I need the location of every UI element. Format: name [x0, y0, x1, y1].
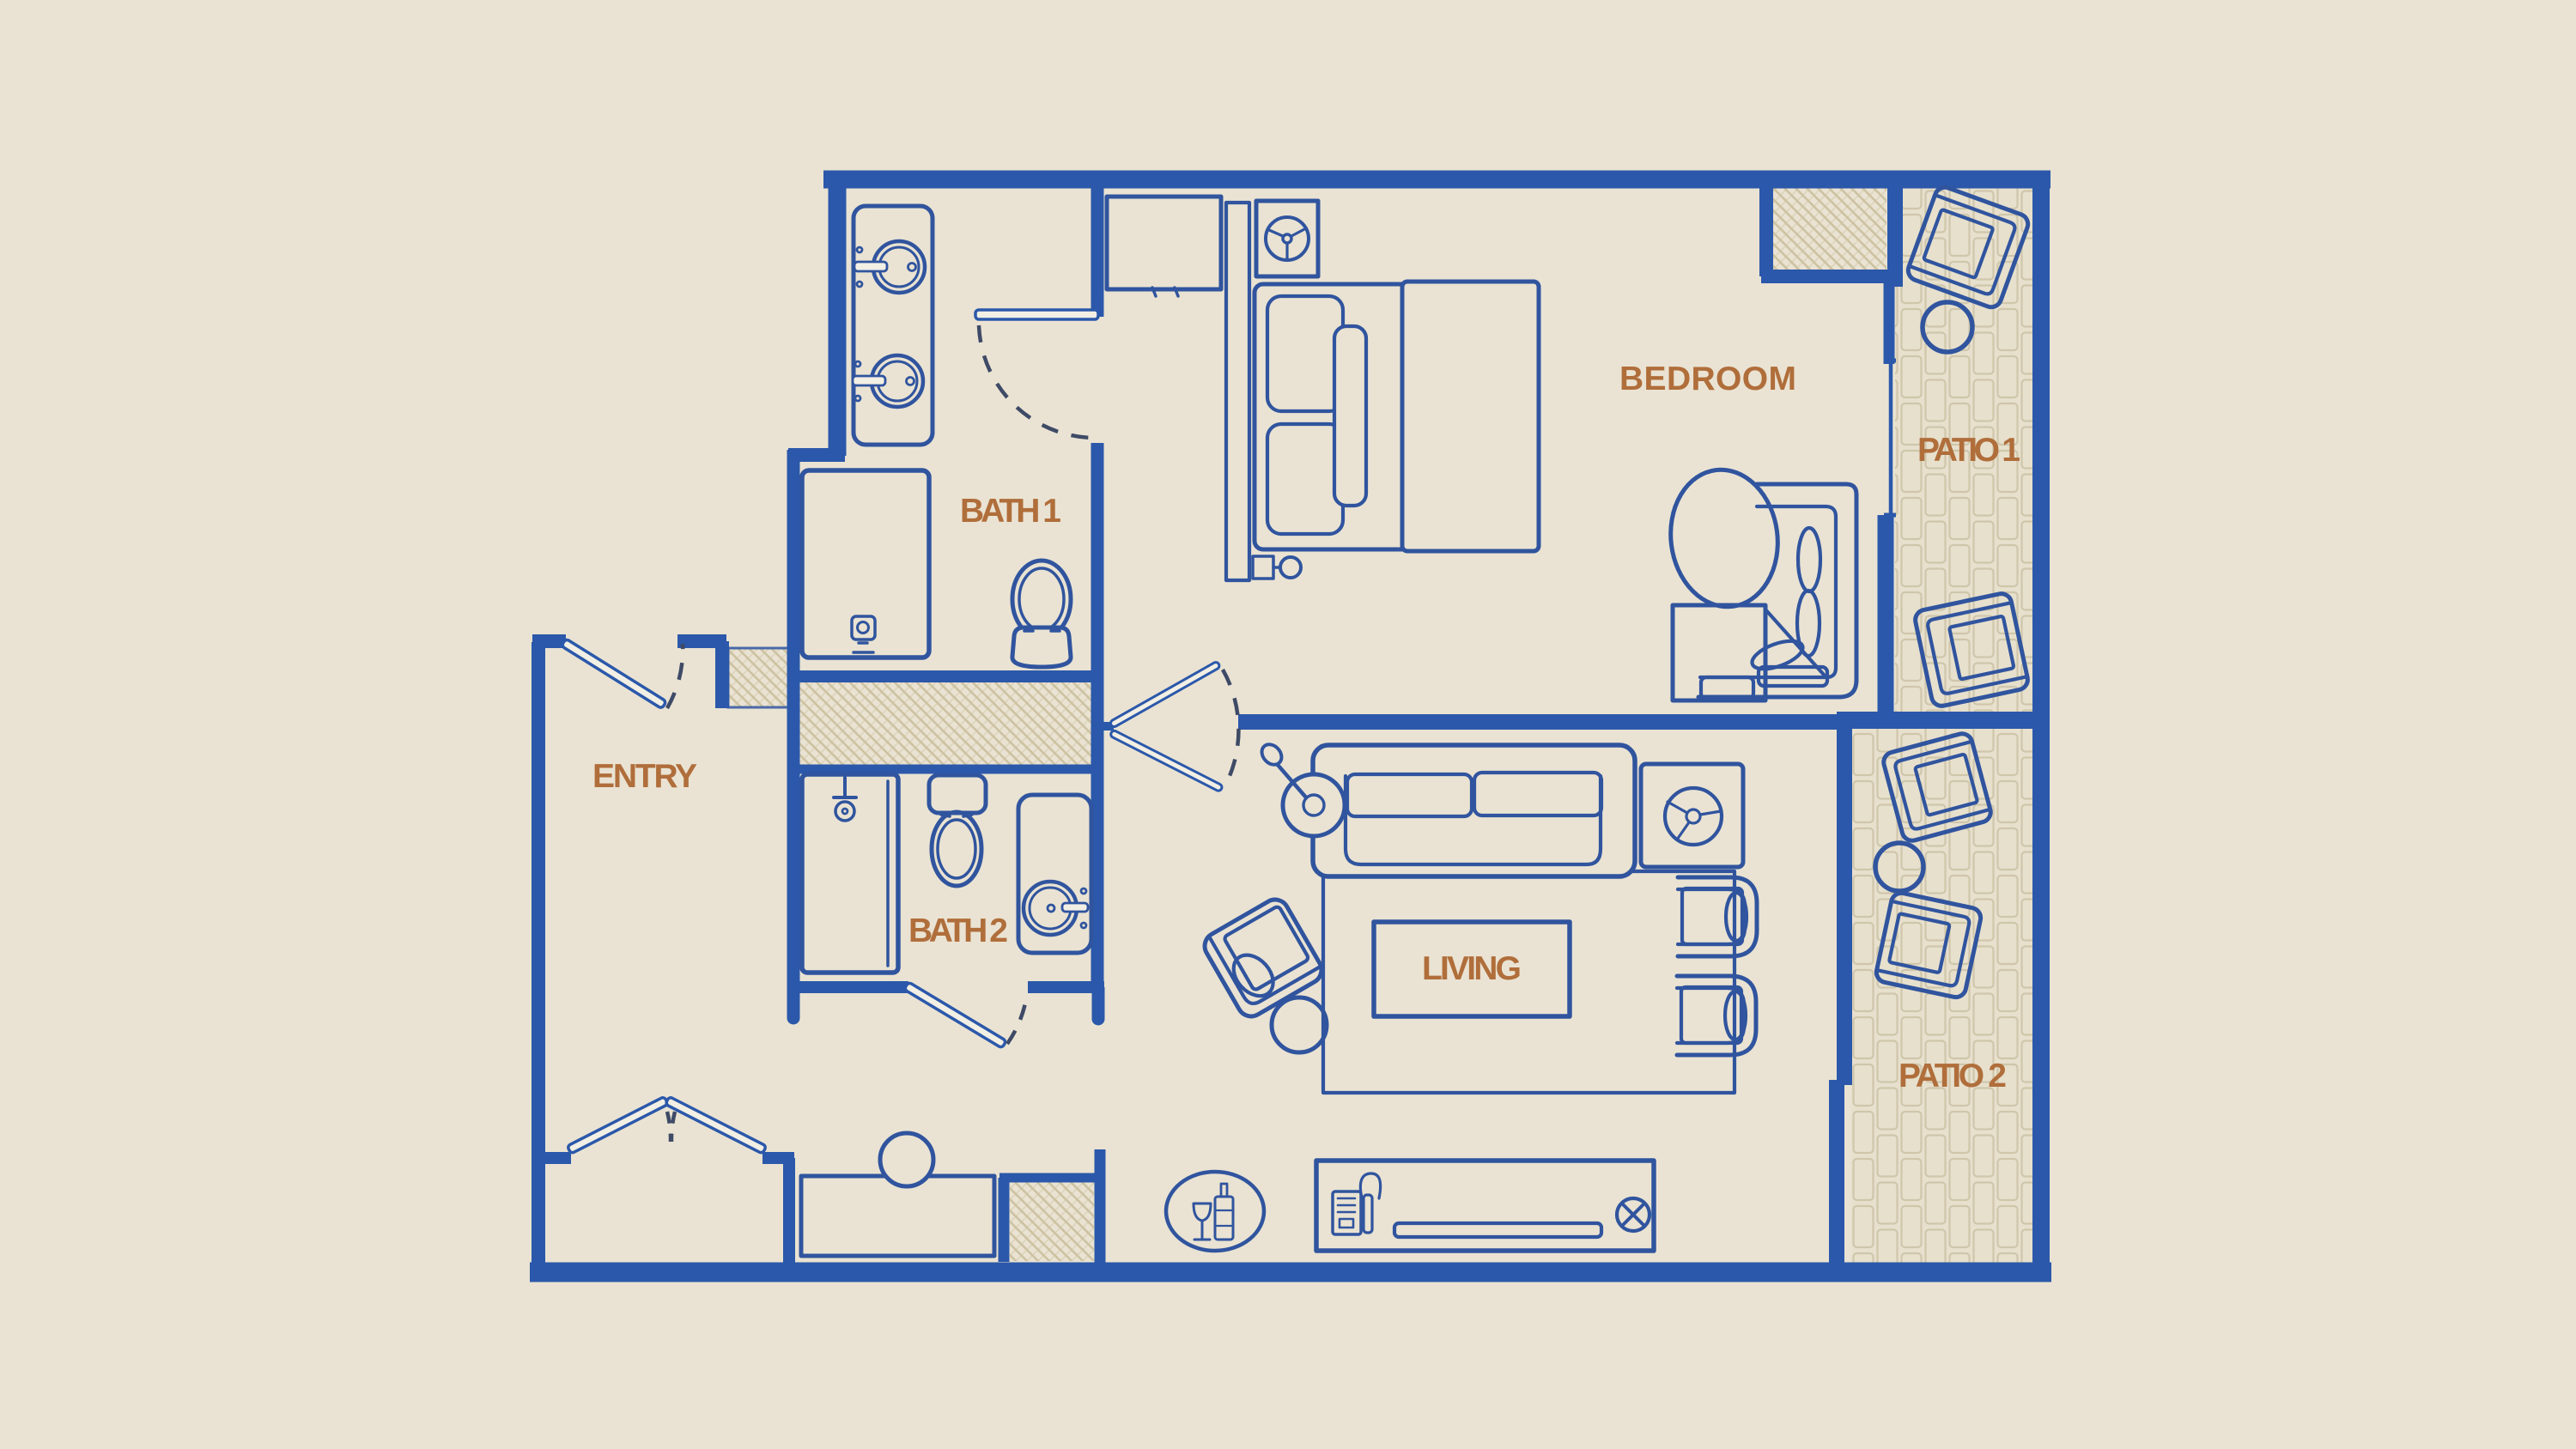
svg-text:BATH 2: BATH 2 — [908, 912, 1008, 949]
svg-text:PATIO 2: PATIO 2 — [1899, 1058, 2007, 1094]
svg-text:PATIO 1: PATIO 1 — [1917, 432, 2020, 469]
svg-text:BATH 1: BATH 1 — [960, 493, 1061, 530]
svg-text:BEDROOM: BEDROOM — [1619, 361, 1796, 397]
svg-text:LIVING: LIVING — [1422, 950, 1522, 987]
svg-text:ENTRY: ENTRY — [592, 758, 697, 795]
